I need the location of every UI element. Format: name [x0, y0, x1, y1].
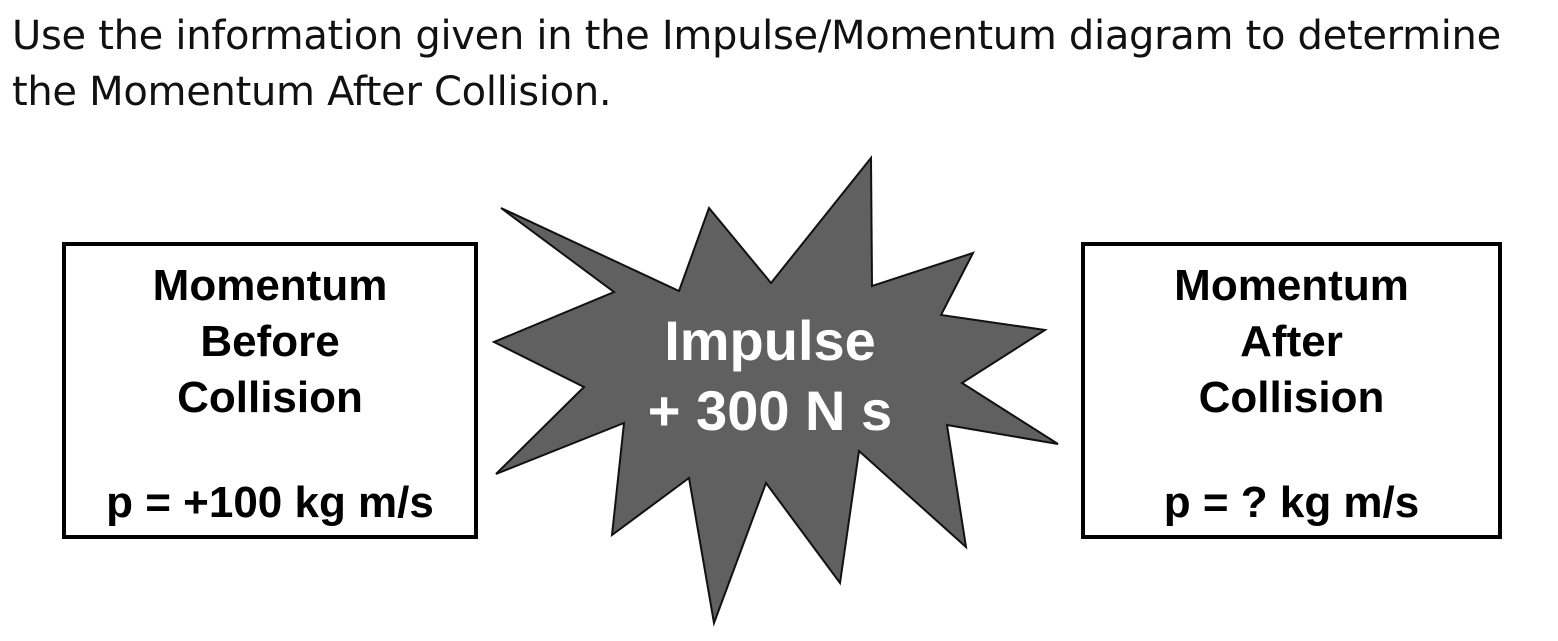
momentum-before-title-line: Momentum: [152, 261, 388, 310]
momentum-after-title-line: After: [1240, 317, 1343, 366]
impulse-label: Impulse: [664, 309, 876, 372]
momentum-before-title-line: Collision: [177, 373, 363, 422]
momentum-after-box: Momentum After Collision p = ? kg m/s: [1081, 242, 1502, 539]
momentum-before-value: p = +100 kg m/s: [106, 478, 434, 527]
momentum-after-title-line: Momentum: [1174, 261, 1409, 310]
momentum-after-value: p = ? kg m/s: [1163, 478, 1420, 527]
momentum-after-title: Momentum After Collision: [1085, 258, 1498, 426]
impulse-value: + 300 N s: [647, 379, 893, 442]
question-text: Use the information given in the Impulse…: [12, 13, 1501, 115]
momentum-before-title: Momentum Before Collision: [66, 258, 474, 426]
momentum-before-title-line: Before: [200, 317, 340, 366]
momentum-after-title-line: Collision: [1198, 373, 1385, 422]
momentum-before-box: Momentum Before Collision p = +100 kg m/…: [62, 242, 478, 539]
